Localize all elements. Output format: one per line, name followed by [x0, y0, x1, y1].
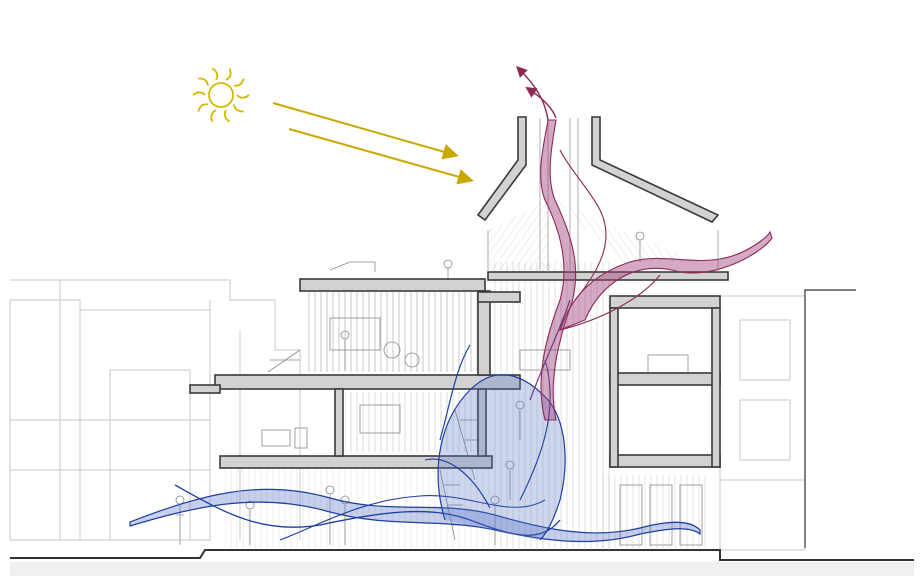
- solar-chimney-roof: [476, 116, 720, 223]
- interior-details: [175, 231, 703, 546]
- chimney-shaft: [487, 118, 719, 272]
- sun-ray: [211, 67, 219, 81]
- warm-air-flow: [516, 66, 773, 421]
- building-structure: [189, 271, 729, 469]
- sun-ray: [223, 109, 231, 123]
- cool-air-flow: [129, 344, 701, 543]
- sun-icon: [192, 67, 250, 123]
- sun-ray: [197, 103, 209, 112]
- context-buildings-right: [719, 295, 806, 551]
- interior-hatching: [225, 200, 710, 552]
- sun-ray: [192, 91, 206, 96]
- sun-ray: [236, 94, 250, 99]
- sun-ray: [210, 109, 217, 122]
- sun-ray: [233, 78, 245, 87]
- solar-arrow-icon: [272, 102, 459, 160]
- sun-ray: [198, 77, 209, 86]
- solar-arrow-icon: [288, 128, 474, 185]
- sun-disc: [208, 82, 234, 108]
- adjacent-building-right: [804, 289, 856, 548]
- sun-ray: [225, 68, 232, 81]
- sun-ray: [233, 104, 244, 113]
- ground: [10, 549, 914, 576]
